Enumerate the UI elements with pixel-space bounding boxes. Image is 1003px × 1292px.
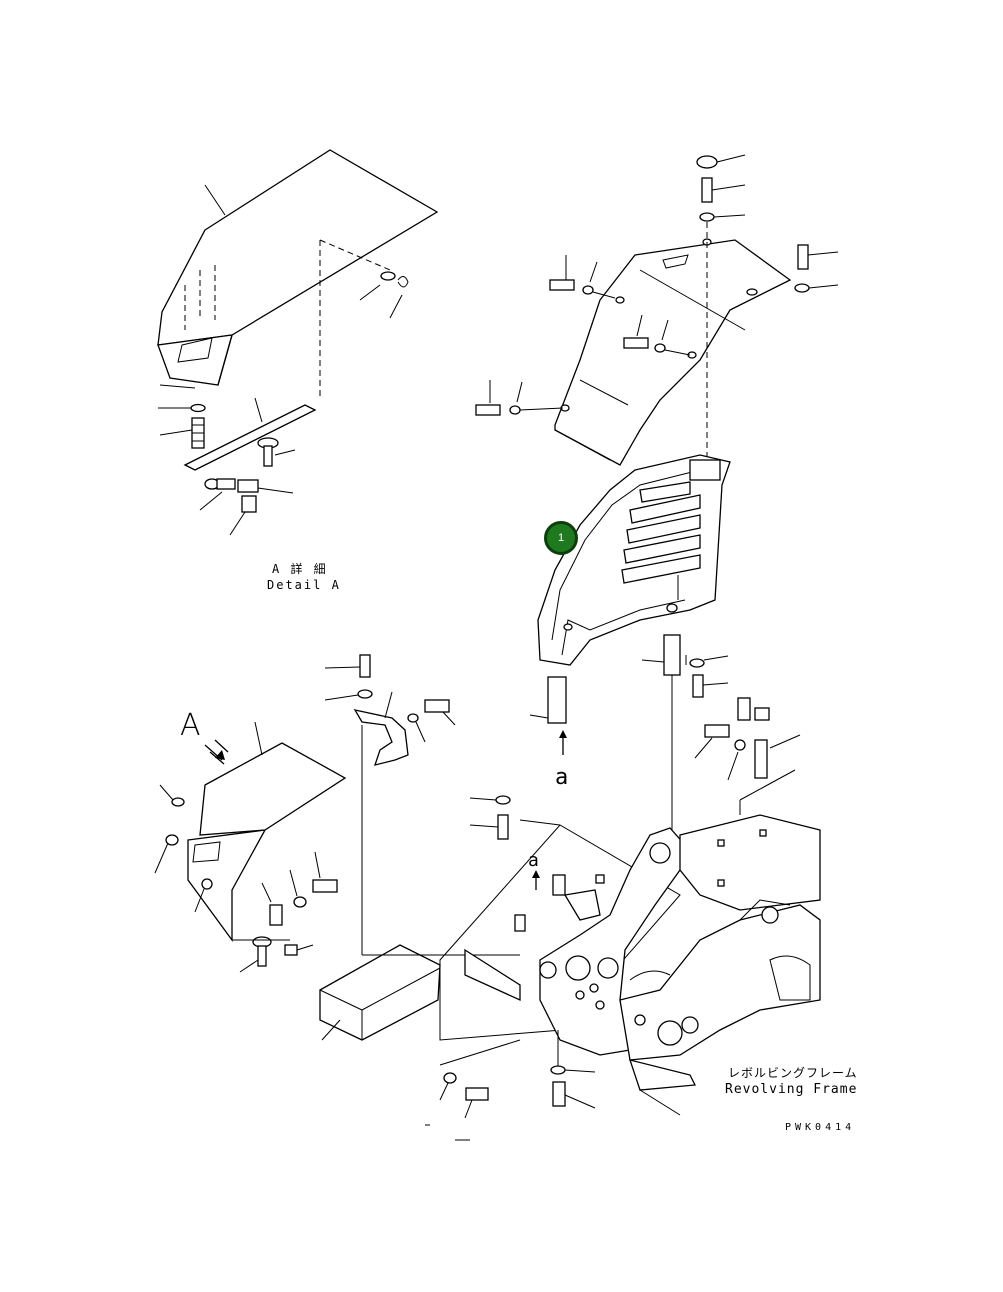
drawing-code: PWK0414	[785, 1122, 856, 1133]
view-letter-A: A	[180, 708, 201, 743]
guard-panel	[529, 454, 731, 835]
detail-a-cover	[157, 149, 439, 536]
view-letter-a-frame: a	[528, 850, 539, 871]
detail-a-title-en: Detail A	[267, 578, 341, 592]
bottom-tray	[319, 944, 520, 1041]
part-callout-1[interactable]: 1	[544, 521, 578, 555]
revolving-frame-label-jp: レボルビングフレーム	[728, 1066, 858, 1080]
detail-a-title-jp: A 詳 細	[272, 562, 328, 576]
left-lower-cover	[154, 721, 347, 973]
view-letter-a-guard: a	[555, 765, 569, 790]
revolving-frame-label-en: Revolving Frame	[725, 1082, 858, 1097]
top-right-cover	[475, 154, 839, 466]
revolving-frame	[425, 697, 821, 1141]
center-bracket	[324, 654, 456, 955]
